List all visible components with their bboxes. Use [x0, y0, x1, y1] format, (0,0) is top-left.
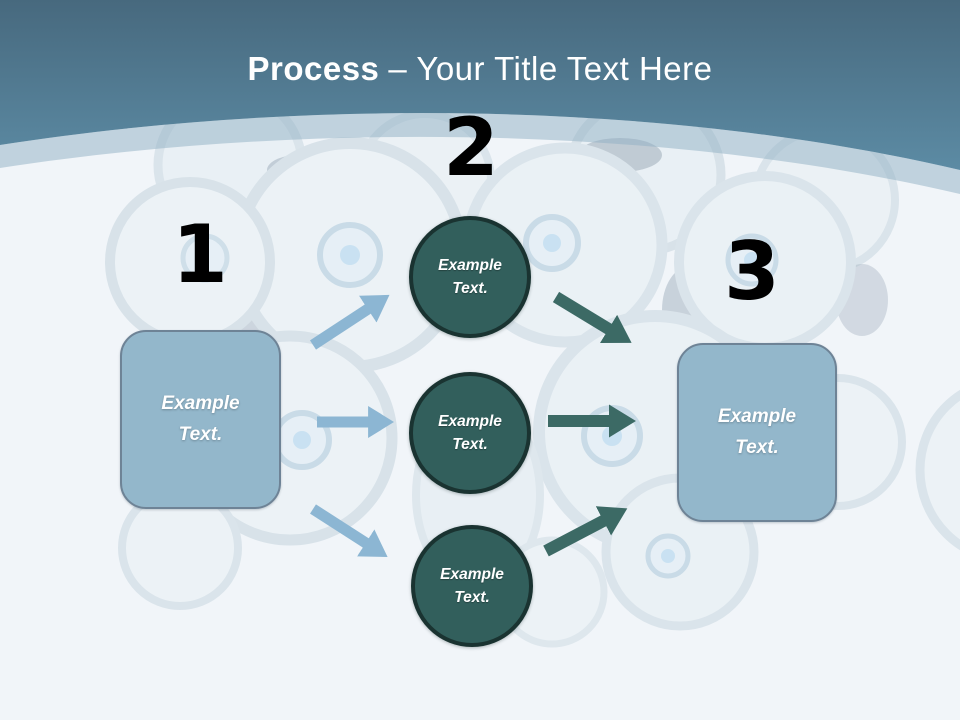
right-example-box-label: Example Text. [717, 406, 797, 458]
header-band [0, 0, 960, 194]
title-sub-text: – Your Title Text Here [388, 50, 713, 87]
arrow-left-bottom-icon [310, 504, 388, 557]
right-example-box[interactable]: Example Text. [677, 343, 837, 522]
step-number-2: 2 [443, 101, 499, 194]
page-title: Process– Your Title Text Here [0, 47, 960, 91]
circle-step-top[interactable]: Example Text. [409, 216, 531, 338]
arrow-right-top-icon [552, 291, 632, 344]
left-example-box-label: Example Text. [161, 393, 240, 445]
arrow-right-bottom-icon [543, 506, 628, 557]
left-example-box[interactable]: Example Text. [120, 330, 281, 509]
circle-step-top-label: Example Text. [438, 256, 502, 297]
circle-step-middle-label: Example Text. [438, 412, 502, 453]
step-number-3: 3 [724, 225, 780, 318]
circle-step-bottom-label: Example Text. [440, 565, 504, 606]
arrow-left-top-icon [309, 294, 390, 350]
circle-step-middle[interactable]: Example Text. [409, 372, 531, 494]
title-bold-text: Process [247, 50, 380, 87]
circle-step-bottom[interactable]: Example Text. [411, 525, 533, 647]
step-number-1: 1 [172, 208, 228, 301]
